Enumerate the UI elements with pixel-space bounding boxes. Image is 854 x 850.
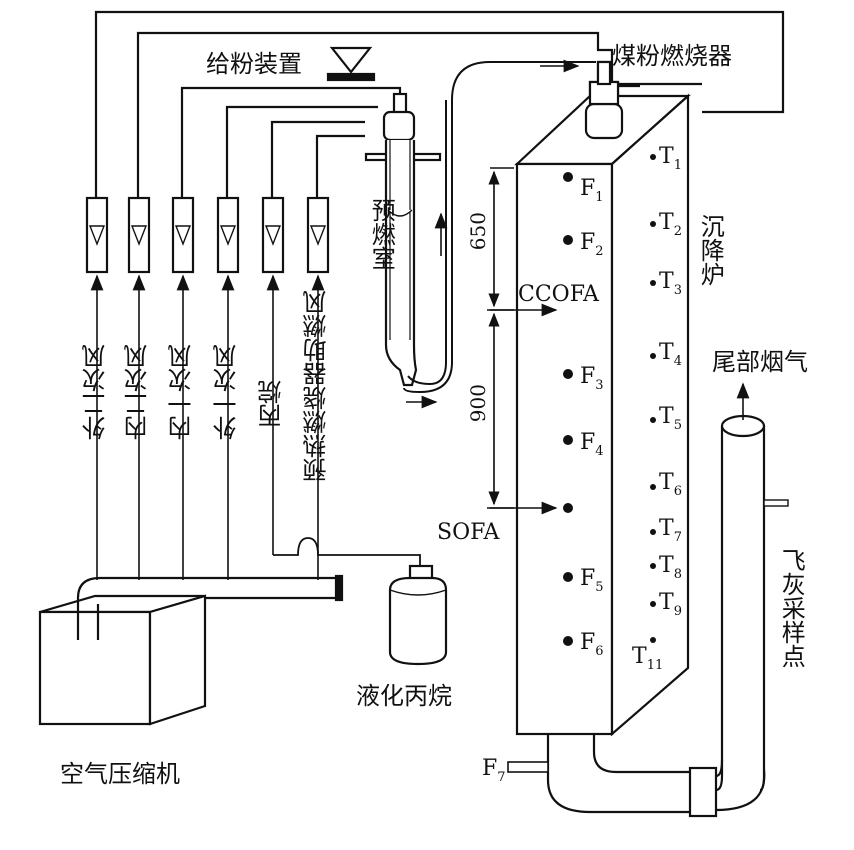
preheat-chamber-label: 预燃室 [367, 198, 396, 270]
t-label: T2 [659, 210, 682, 239]
air-label-outer-secondary: 外二次风 [82, 344, 110, 440]
f-port-label: F5 [580, 566, 604, 595]
t-label: T5 [659, 404, 682, 433]
t-label: T6 [659, 470, 682, 499]
t-label: T3 [659, 269, 682, 298]
f-port-label: F6 [580, 630, 604, 659]
f-port-label: F1 [580, 176, 604, 205]
t-label: T8 [659, 553, 682, 582]
tail-gas-label: 尾部烟气 [712, 348, 808, 376]
supply-lines [90, 274, 325, 580]
pipe-inner-primary [180, 86, 402, 198]
feeder-label: 给粉装置 [206, 50, 302, 78]
pipe-outer-secondary [94, 10, 785, 198]
exhaust-pipe [546, 382, 789, 818]
pipe-preheat-air [315, 134, 365, 198]
air-label-inner-secondary: 内二次风 [124, 344, 152, 440]
dimension-lines [488, 167, 514, 509]
ccofa-label: CCOFA [518, 282, 599, 307]
f-port-label: F7 [482, 756, 506, 785]
propane-supply [273, 537, 421, 568]
dim-650-label: 650 [466, 212, 490, 251]
t-label: T7 [659, 516, 682, 545]
f-port-label: F2 [580, 230, 604, 259]
air-compressor [38, 594, 207, 726]
ash-sampling-label: 飞灰采样点 [777, 548, 806, 668]
t-label: T4 [659, 340, 682, 369]
lpg-label: 液化丙烷 [356, 682, 452, 710]
f-port-label: F4 [580, 430, 604, 459]
f-port-label: F3 [580, 364, 604, 393]
t-label: T11 [632, 644, 664, 673]
air-compressor-label: 空气压缩机 [60, 760, 180, 788]
f-port-dots [563, 172, 573, 646]
sofa-label: SOFA [437, 520, 500, 545]
t-label: T1 [659, 144, 682, 173]
lpg-bottle [388, 564, 448, 666]
t-label: T9 [659, 590, 682, 619]
drop-tube-furnace-label: 沉降炉 [696, 214, 725, 286]
t-dots [650, 154, 656, 643]
air-label-inner-primary: 内一次风 [168, 344, 196, 440]
coal-burner-label: 煤粉燃烧器 [612, 42, 732, 70]
air-label-preheat-air: 预热燃烧器助燃风 [303, 290, 331, 482]
pipe-outer-primary [225, 105, 378, 198]
preheat-chamber-body [364, 92, 442, 387]
powder-feeder [326, 46, 376, 82]
pipe-propane [270, 120, 365, 198]
preheat-to-burner [403, 61, 596, 394]
flowmeters [85, 196, 330, 274]
air-label-propane: 丙烷 [258, 380, 286, 428]
dim-900-label: 900 [466, 384, 490, 423]
air-label-outer-primary: 外一次风 [213, 344, 241, 440]
